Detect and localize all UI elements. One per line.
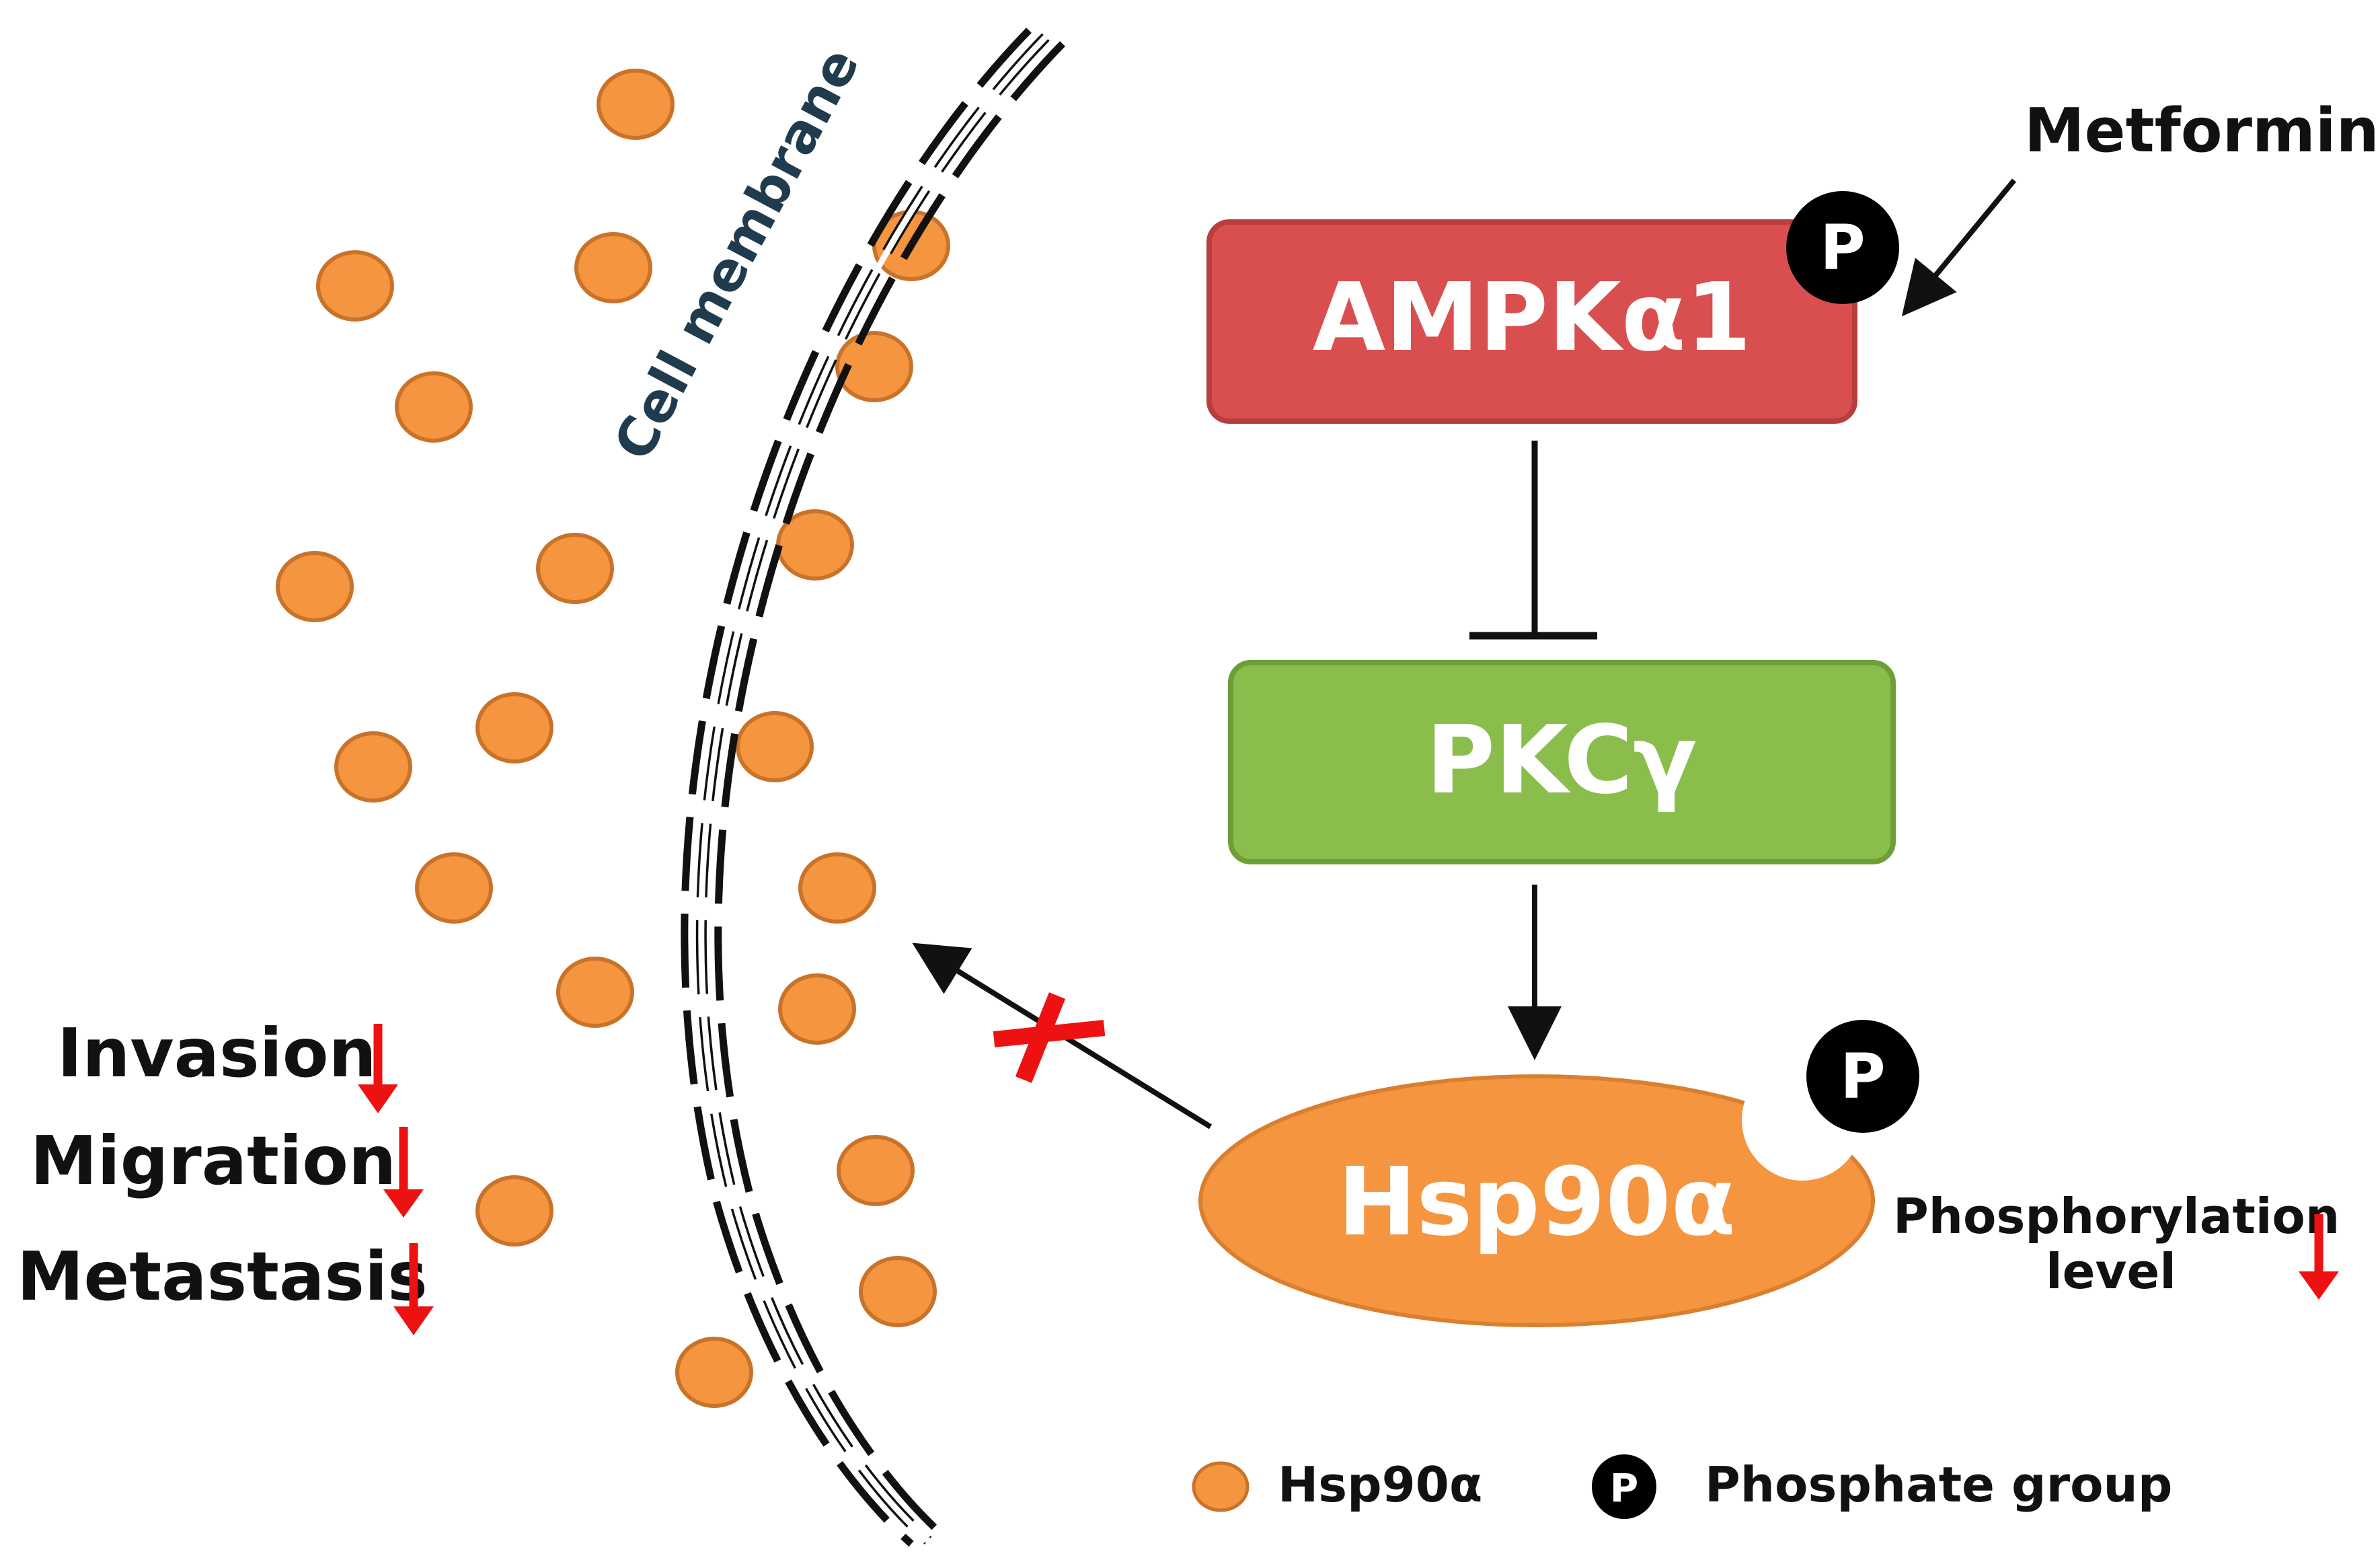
hsp90a-particle: [415, 852, 493, 924]
metformin-activation-arrow: [1901, 178, 2017, 317]
phosphorylation-level-label-line2: level: [2046, 1243, 2176, 1300]
hsp90a-particle: [556, 957, 634, 1028]
hsp90a-phosphate-badge: P: [1806, 1020, 1919, 1133]
ampk-alpha1-label: AMPKα1: [1313, 263, 1751, 373]
legend-hsp90a-label: Hsp90α: [1278, 1456, 1482, 1513]
phosphorylation-down-arrow-icon: [2299, 1214, 2339, 1300]
hsp90a-particle: [574, 232, 652, 303]
svg-text:P: P: [1840, 1041, 1885, 1113]
hsp90a-particle: [675, 1337, 753, 1408]
hsp90a-particle: [597, 69, 675, 140]
pkc-gamma-node: PKCγ: [1228, 660, 1896, 864]
hsp90a-particle: [395, 371, 473, 443]
hsp90a-particle: [475, 1175, 553, 1247]
metformin-label: Metformin: [2024, 96, 2379, 166]
legend-hsp90a-particle-icon: [1192, 1461, 1250, 1512]
outcome-migration: Migration: [30, 1121, 424, 1218]
extracellular-hsp90a-particles: [276, 69, 950, 1408]
hsp90a-particle: [475, 692, 553, 764]
hsp90a-particle: [837, 1135, 915, 1206]
hsp90a-particle: [798, 852, 876, 924]
migration-down-arrow-icon: [383, 1127, 424, 1218]
outcome-migration-label: Migration: [30, 1121, 396, 1200]
svg-text:P: P: [1610, 1465, 1639, 1511]
hsp90a-label: Hsp90α: [1338, 1148, 1736, 1257]
legend-phosphate-icon: P: [1592, 1454, 1656, 1519]
ampk-phosphate-badge: P: [1786, 191, 1899, 304]
hsp90a-particle: [276, 551, 354, 622]
hsp90a-particle: [316, 250, 394, 322]
cell-membrane: [695, 33, 1050, 1545]
metastasis-down-arrow-icon: [393, 1243, 434, 1335]
outcome-metastasis-label: Metastasis: [17, 1237, 428, 1316]
svg-text:P: P: [1820, 212, 1865, 284]
outcome-invasion: Invasion: [57, 1014, 398, 1113]
outcome-invasion-label: Invasion: [57, 1014, 377, 1092]
legend-phosphate-label: Phosphate group: [1705, 1456, 2172, 1513]
outcome-metastasis: Metastasis: [17, 1237, 434, 1335]
legend: Hsp90α P Phosphate group: [1192, 1454, 2172, 1519]
hsp90a-node: Hsp90α: [1198, 1060, 1875, 1327]
block-cross-icon: [993, 992, 1106, 1083]
hsp90a-particle: [334, 731, 412, 803]
invasion-down-arrow-icon: [358, 1024, 398, 1113]
hsp90a-particle: [835, 331, 913, 402]
ampk-alpha1-node: AMPKα1: [1206, 219, 1857, 424]
hsp90a-particle: [859, 1256, 937, 1327]
pkc-gamma-label: PKCγ: [1426, 706, 1697, 815]
cell-membrane-lines: [681, 28, 1065, 1547]
hsp90a-particle: [736, 711, 814, 782]
hsp90a-particle: [776, 509, 854, 581]
phosphorylation-level-label-line1: Phosphorylation: [1893, 1188, 2340, 1245]
ampk-inhibits-pkc-connector: [1469, 441, 1597, 640]
hsp90a-particle: [536, 533, 614, 604]
hsp90a-particle: [778, 973, 856, 1045]
